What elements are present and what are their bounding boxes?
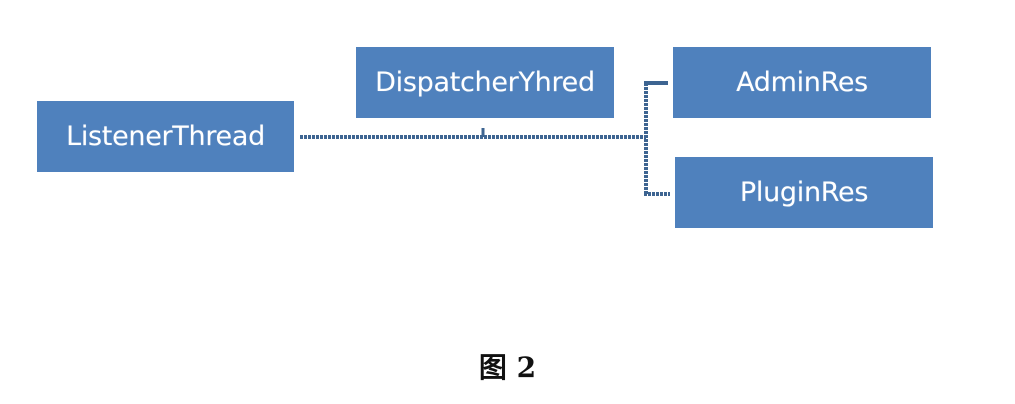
node-label: AdminRes	[736, 67, 868, 98]
node-label: PluginRes	[739, 177, 869, 208]
node-label: DispatcherYhred	[375, 67, 595, 98]
node-plugin-res: PluginRes	[675, 157, 933, 228]
node-admin-res: AdminRes	[673, 47, 931, 118]
node-listener-thread: ListenerThread	[37, 101, 294, 172]
node-dispatcher-thread: DispatcherYhred	[356, 47, 614, 118]
node-label: ListenerThread	[66, 121, 265, 152]
figure-caption: 图 2	[478, 351, 537, 384]
